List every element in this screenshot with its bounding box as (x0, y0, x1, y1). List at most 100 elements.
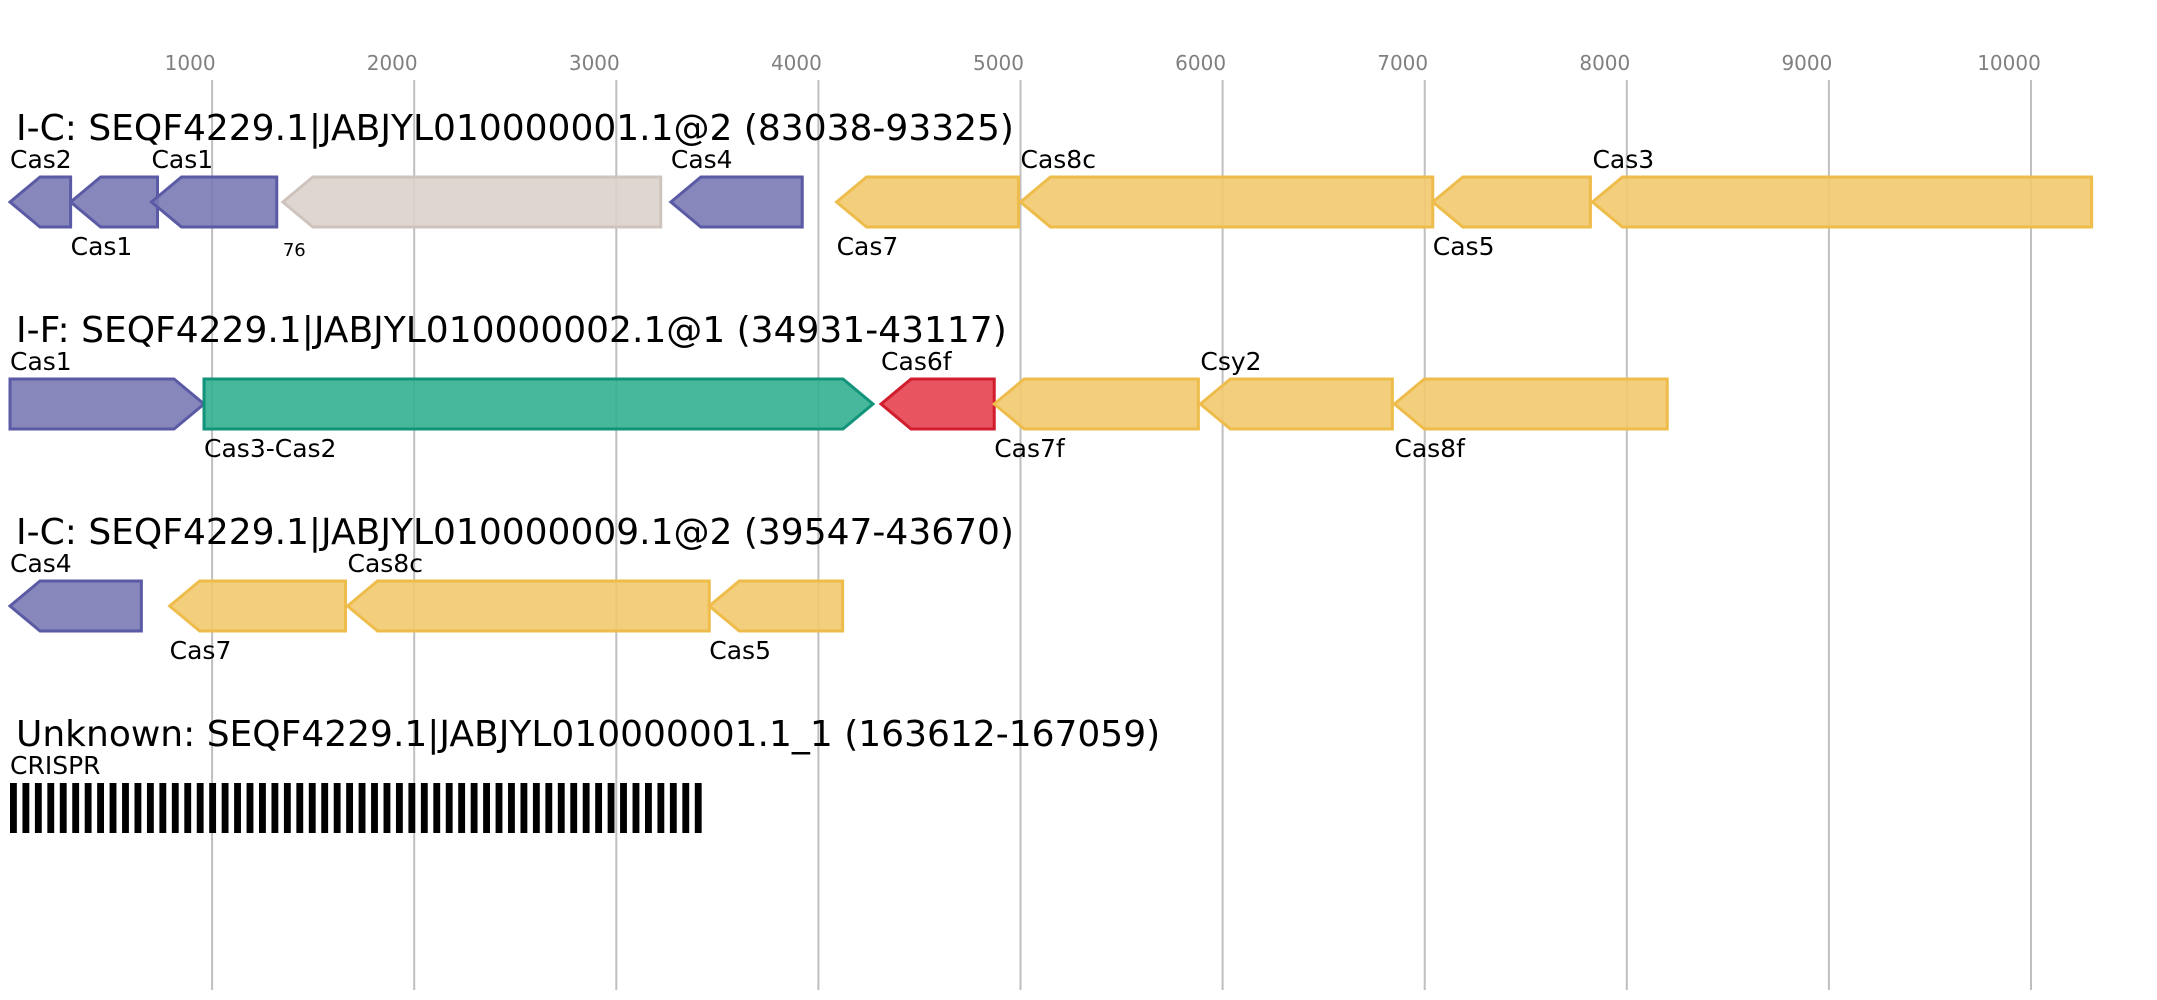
crispr-repeat (271, 783, 279, 833)
tick-label: 1000 (165, 51, 216, 75)
crispr-repeat (420, 783, 428, 833)
crispr-repeat (570, 783, 578, 833)
locus-title-2: I-F: SEQF4229.1|JABJYL010000002.1@1 (349… (16, 310, 1007, 351)
gene-label: Cas4 (671, 145, 733, 174)
crispr-repeat (109, 783, 117, 833)
gene-arrow-cas8f (1392, 377, 1669, 431)
crispr-repeat (582, 783, 590, 833)
crispr-repeat (644, 783, 652, 833)
grid-layer (211, 80, 2032, 990)
tick-label: 8000 (1579, 51, 1630, 75)
crispr-repeat (209, 783, 217, 833)
crispr-repeat (122, 783, 129, 833)
crispr-repeat (22, 783, 30, 833)
gene-arrow-76 (280, 175, 663, 229)
gene-arrow-cas3-cas2 (202, 377, 876, 431)
gene-label: Cas1 (151, 145, 213, 174)
gene-label: Csy2 (1200, 347, 1261, 376)
gene-arrow-cas5 (706, 579, 845, 633)
crispr-repeat (10, 783, 17, 833)
crispr-repeat (234, 783, 241, 833)
tick-label: 4000 (771, 51, 822, 75)
crispr-repeat (445, 783, 453, 833)
gene-label: Cas1 (71, 232, 133, 261)
crispr-repeat (682, 783, 690, 833)
crispr-repeat (483, 783, 490, 833)
crispr-repeat (346, 783, 354, 833)
gene-arrow-cas8c (1018, 175, 1435, 229)
crispr-repeat (694, 783, 702, 833)
crispr-repeat (632, 783, 640, 833)
crispr-repeat (72, 783, 80, 833)
crispr-repeat (196, 783, 204, 833)
crispr-repeat (669, 783, 677, 833)
gene-label: Cas5 (709, 636, 771, 665)
crispr-repeat (159, 783, 167, 833)
gene-arrow-cas2 (7, 175, 73, 229)
crispr-repeat (246, 783, 254, 833)
locus-title-4: Unknown: SEQF4229.1|JABJYL010000001.1_1 … (16, 714, 1160, 755)
crispr-repeat (470, 783, 478, 833)
crispr-repeat (97, 783, 105, 833)
crispr-repeat (34, 783, 42, 833)
crispr-repeat (607, 783, 615, 833)
gene-label: Cas2 (10, 145, 72, 174)
crispr-repeat (408, 783, 416, 833)
crispr-label: CRISPR (10, 751, 101, 780)
crispr-repeat (433, 783, 441, 833)
crispr-repeat (134, 783, 142, 833)
gene-arrow-cas1 (8, 377, 207, 431)
tick-label: 2000 (367, 51, 418, 75)
gene-label: Cas4 (10, 549, 72, 578)
crispr-repeat (308, 783, 316, 833)
crispr-repeat (146, 783, 154, 833)
crispr-repeat (259, 783, 266, 833)
gene-arrow-cas5 (1430, 175, 1592, 229)
gene-label: Cas8c (348, 549, 423, 578)
gene-arrow-cas1 (68, 175, 160, 229)
gene-label: Cas7f (994, 434, 1066, 463)
gene-label: Cas8f (1394, 434, 1466, 463)
gene-label: Cas1 (10, 347, 72, 376)
gene-label: Cas3 (1592, 145, 1654, 174)
crispr-repeat (59, 783, 67, 833)
gene-arrow-cas3 (1590, 175, 2094, 229)
crispr-repeat (358, 783, 366, 833)
crispr-repeat (395, 783, 403, 833)
crispr-repeat (495, 783, 503, 833)
tick-label: 10000 (1977, 51, 2041, 75)
gene-label: Cas6f (881, 347, 953, 376)
crispr-repeat (657, 783, 665, 833)
locus-title-1: I-C: SEQF4229.1|JABJYL010000001.1@2 (830… (16, 108, 1014, 149)
gene-arrow-cas1 (149, 175, 279, 229)
tick-label: 6000 (1175, 51, 1226, 75)
gene-arrow-cas6f (878, 377, 996, 431)
crispr-repeat (557, 783, 565, 833)
crispr-repeat (221, 783, 229, 833)
crispr-repeat (296, 783, 304, 833)
crispr-repeat (383, 783, 391, 833)
gene-arrow-cas8c (345, 579, 711, 633)
crispr-repeat (458, 783, 466, 833)
tick-label: 7000 (1377, 51, 1428, 75)
tick-label: 3000 (569, 51, 620, 75)
locus-row-4: CRISPR (10, 751, 702, 833)
crispr-repeat (520, 783, 528, 833)
crispr-repeat (620, 783, 627, 833)
crispr-repeat (532, 783, 540, 833)
locus-title-3: I-C: SEQF4229.1|JABJYL010000009.1@2 (395… (16, 512, 1014, 553)
gene-arrow-csy2 (1198, 377, 1394, 431)
crispr-repeat (508, 783, 515, 833)
crispr-repeat (595, 783, 603, 833)
crispr-repeat (47, 783, 55, 833)
gene-arrow-cas7 (167, 579, 347, 633)
gene-arrow-cas4 (668, 175, 804, 229)
gene-arrow-cas4 (7, 579, 143, 633)
crispr-repeat (321, 783, 329, 833)
gene-label: Cas5 (1433, 232, 1495, 261)
